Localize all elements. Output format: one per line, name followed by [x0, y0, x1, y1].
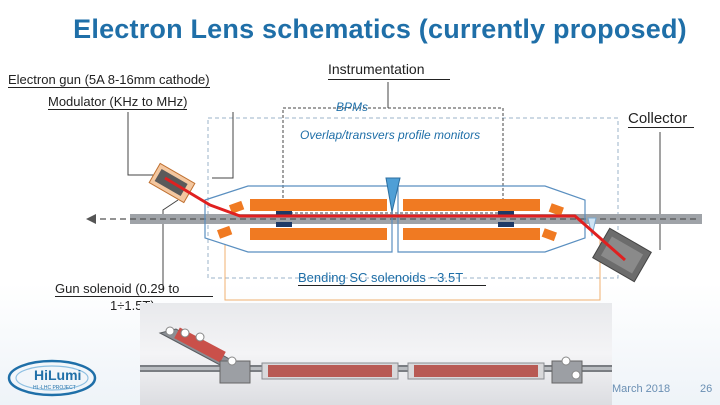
main-solenoid-left-bottom	[250, 228, 387, 240]
render-drawing	[140, 326, 612, 384]
collector-device	[592, 227, 652, 283]
bending-solenoid-2	[216, 225, 233, 239]
gun-solenoid-label: Gun solenoid (0.29 to	[55, 281, 213, 297]
main-solenoid-right-bottom	[403, 228, 540, 240]
cryostat-right	[397, 185, 586, 253]
collector-label: Collector	[628, 110, 694, 128]
exit-monitor-wedge	[587, 217, 597, 237]
slide-title: Electron Lens schematics (currently prop…	[73, 14, 687, 44]
bpm-left-top	[276, 211, 292, 216]
bending-solenoid-bracket	[224, 240, 601, 301]
bending-solenoid-4	[541, 228, 557, 242]
bending-solenoids-label: Bending SC solenoids ~3.5T	[298, 270, 486, 286]
bpm-right-top	[498, 211, 514, 216]
electron-gun-label: Electron gun (5A 8-16mm cathode)	[8, 72, 210, 88]
gun-solenoid-leader-line	[162, 199, 179, 290]
overlap-monitors-label: Overlap/transvers profile monitors	[300, 128, 481, 142]
main-solenoid-left-top	[250, 199, 387, 211]
hilumi-logo: HiLumi HL-LHC PROJECT	[7, 359, 97, 397]
main-solenoid-right-top	[403, 199, 540, 211]
cryostat-left	[204, 185, 393, 253]
logo-sub-text: HL-LHC PROJECT	[33, 385, 76, 391]
bpm-region	[282, 107, 504, 214]
modulator-label: Modulator (KHz to MHz)	[48, 94, 188, 110]
overlap-monitor-region	[207, 117, 619, 279]
bpm-left-bottom	[276, 222, 292, 227]
page-number: 26	[700, 383, 713, 395]
gun-leader-line	[127, 112, 158, 176]
electron-lens-3d-render	[140, 303, 612, 405]
modulator-leader-line	[212, 112, 234, 179]
profile-monitor-wedge	[385, 177, 401, 213]
bending-solenoid-1	[228, 200, 245, 214]
bpm-right-bottom	[498, 222, 514, 227]
electron-beam	[164, 176, 626, 262]
logo-main-text: HiLumi	[34, 367, 81, 383]
proton-beam-arrow-icon	[86, 214, 96, 224]
bending-solenoid-3	[548, 203, 564, 217]
footer-date: March 2018	[612, 383, 671, 395]
bpms-label: BPMs	[336, 100, 369, 114]
instrumentation-label: Instrumentation	[328, 61, 450, 80]
